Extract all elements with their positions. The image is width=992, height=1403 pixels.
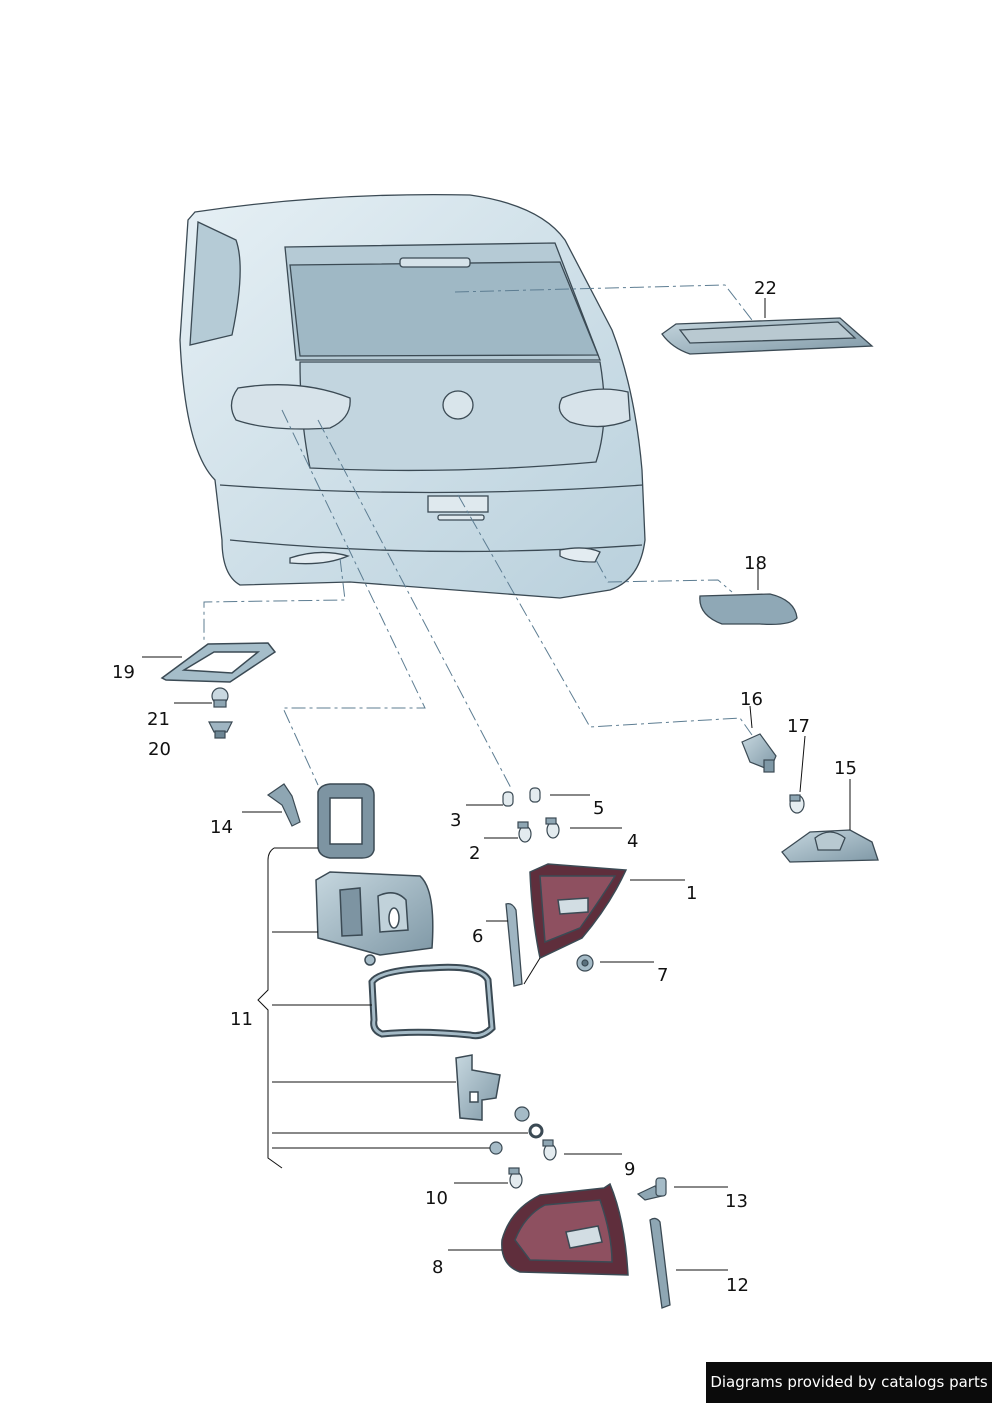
label-17: 17 xyxy=(787,716,810,737)
label-5: 5 xyxy=(593,798,604,819)
label-9: 9 xyxy=(624,1159,635,1180)
label-12: 12 xyxy=(726,1275,749,1296)
part-1-inner-lamp xyxy=(529,863,628,960)
label-2: 2 xyxy=(469,843,480,864)
label-22: 22 xyxy=(754,278,777,299)
label-6: 6 xyxy=(472,926,483,947)
label-20: 20 xyxy=(148,739,171,760)
part-13-screw xyxy=(636,1177,667,1201)
part-17-bulb xyxy=(789,794,805,814)
part-16-bulb-holder xyxy=(741,733,777,773)
part-8-outer-lamp xyxy=(501,1182,629,1276)
label-21: 21 xyxy=(147,709,170,730)
label-7: 7 xyxy=(657,965,668,986)
part-7-nut xyxy=(576,954,594,972)
parts-9-10-bulbs xyxy=(489,1106,557,1189)
part-20-socket xyxy=(208,721,233,739)
label-16: 16 xyxy=(740,689,763,710)
part-22-brake-light xyxy=(661,317,874,355)
label-15: 15 xyxy=(834,758,857,779)
label-14: 14 xyxy=(210,817,233,838)
label-18: 18 xyxy=(744,553,767,574)
callout-labels: 22 18 19 21 20 16 17 15 3 5 2 4 1 6 7 14… xyxy=(112,278,857,1296)
part-14-clip xyxy=(266,783,301,827)
part-12-seal xyxy=(649,1217,671,1309)
label-1: 1 xyxy=(686,883,697,904)
label-11: 11 xyxy=(230,1009,253,1030)
part-11-assembly xyxy=(315,783,501,1121)
label-4: 4 xyxy=(627,831,638,852)
dashed-leaders xyxy=(203,284,753,791)
label-leaders xyxy=(142,298,851,1271)
part-15-plate-light xyxy=(781,829,879,863)
vehicle-rear xyxy=(179,193,646,599)
label-13: 13 xyxy=(725,1191,748,1212)
part-6-seal xyxy=(505,902,523,987)
label-10: 10 xyxy=(425,1188,448,1209)
credit-banner: Diagrams provided by catalogs parts xyxy=(706,1362,992,1403)
label-8: 8 xyxy=(432,1257,443,1278)
part-21-bulb xyxy=(211,687,229,708)
part-18-reflector xyxy=(699,593,798,626)
label-3: 3 xyxy=(450,810,461,831)
part-19-frame xyxy=(160,642,277,683)
label-19: 19 xyxy=(112,662,135,683)
parts-2-5-bulbs xyxy=(502,787,560,843)
